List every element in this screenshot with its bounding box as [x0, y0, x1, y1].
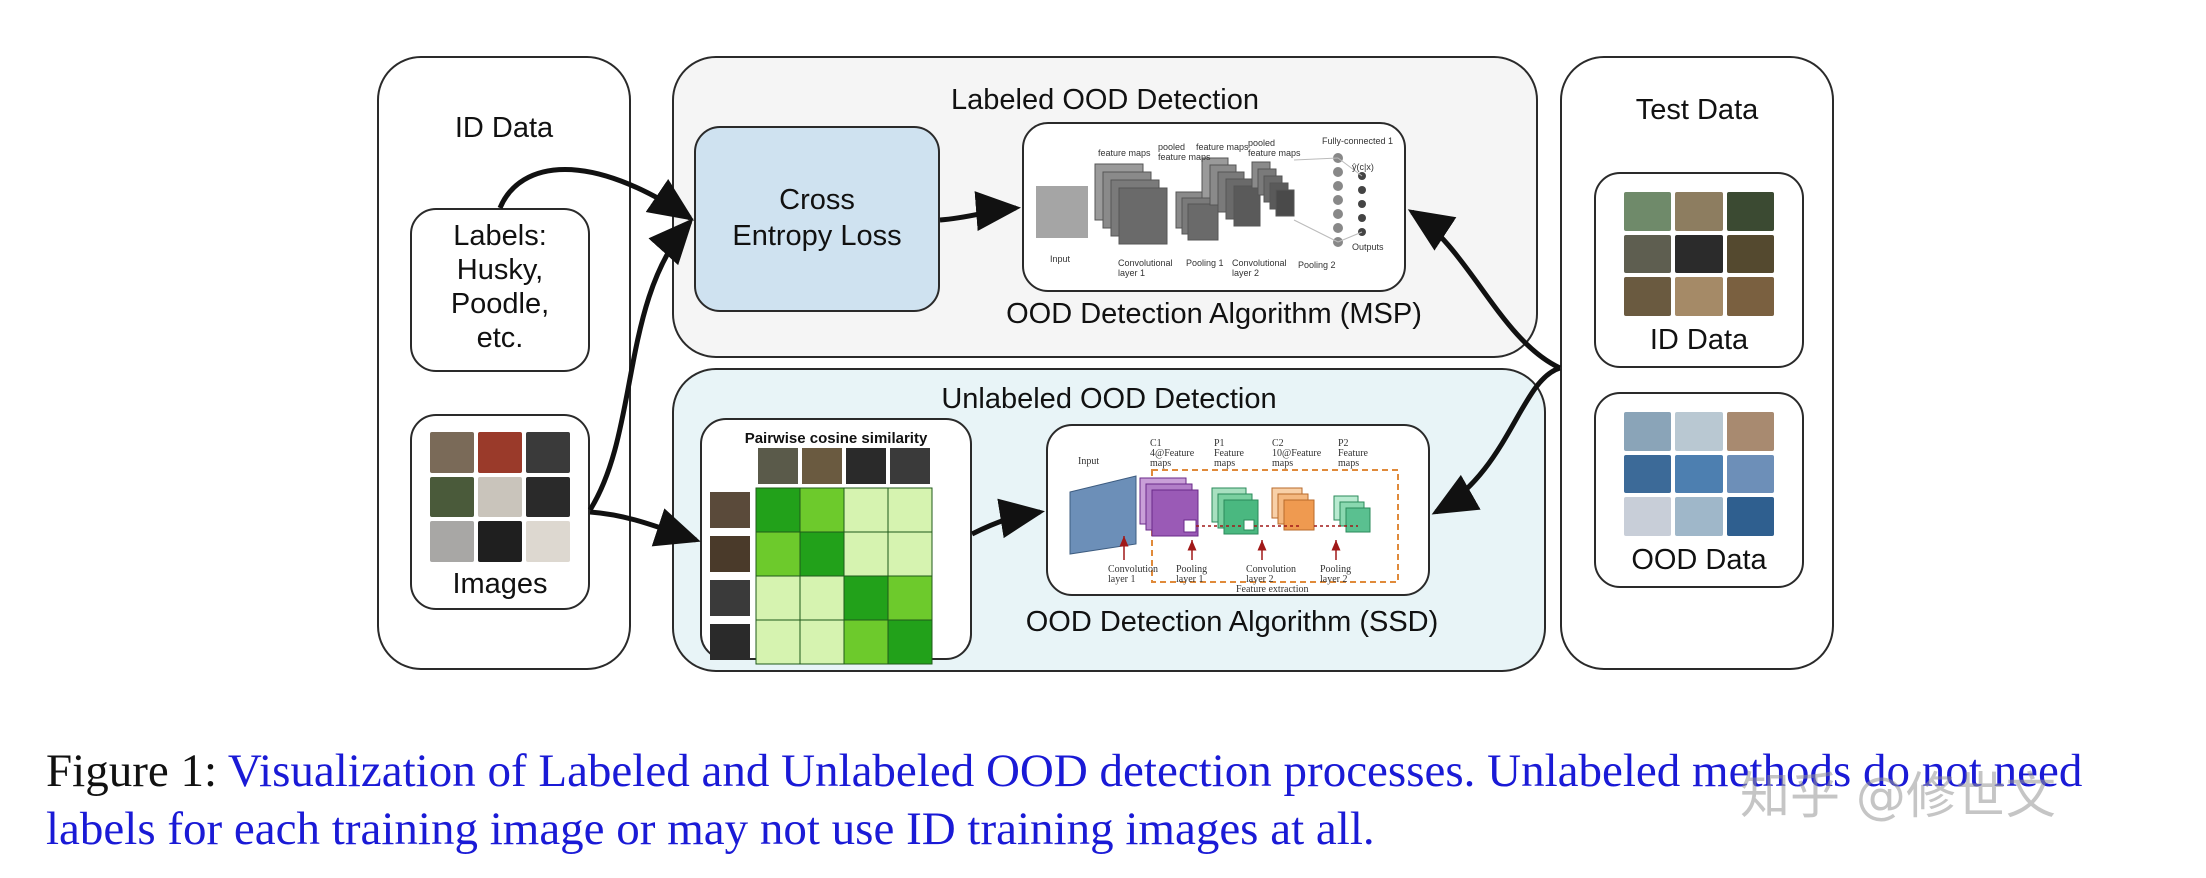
similarity-cell [799, 531, 845, 577]
id-data-panel [377, 56, 631, 670]
test-id-images [1624, 192, 1774, 316]
similarity-row-image [710, 492, 750, 528]
id-data-title: ID Data [454, 112, 554, 144]
arrow-labels-to-loss [497, 167, 695, 221]
labels-text: Labels: Husky, Poodle, etc. [450, 220, 550, 354]
cosine-similarity-title: Pairwise cosine similarity [744, 430, 928, 447]
similarity-col-image [846, 448, 886, 484]
similarity-cell [843, 487, 889, 533]
similarity-row-image [710, 536, 750, 572]
ssd-c1-maps [1139, 477, 1199, 537]
ssd-p1-maps [1211, 487, 1259, 535]
ssd-algorithm-label: OOD Detection Algorithm (SSD) [1025, 606, 1439, 638]
similarity-cell [799, 487, 845, 533]
flow-arrows [497, 167, 1562, 547]
similarity-cell [843, 531, 889, 577]
conv-layer-2-maps [1201, 157, 1261, 227]
test-data-panel [1560, 56, 1834, 670]
similarity-cell [799, 619, 845, 665]
test-ood-images [1624, 412, 1774, 536]
similarity-matrix [710, 448, 933, 665]
figure-caption: Figure 1: Visualization of Labeled and U… [46, 742, 2166, 858]
msp-algorithm-label: OOD Detection Algorithm (MSP) [1006, 298, 1422, 330]
pool-layer-2-maps [1251, 161, 1295, 217]
pool-layer-1-maps [1175, 191, 1219, 241]
arrow-test-to-ssd [1431, 365, 1561, 515]
cnn-yhat-label: ŷ(c|x) [1352, 162, 1374, 172]
labels-box: Labels: Husky, Poodle, etc. [410, 208, 590, 372]
unlabeled-ood-title: Unlabeled OOD Detection [941, 383, 1277, 415]
similarity-cell [755, 575, 801, 621]
similarity-row-image [710, 624, 750, 660]
arrow-loss-to-msp [939, 191, 1021, 232]
similarity-cell [755, 487, 801, 533]
ssd-p2-maps [1333, 495, 1371, 533]
arrow-test-to-msp [1407, 209, 1562, 371]
ssd-extraction-label: Feature extraction [1236, 584, 1308, 595]
similarity-cell [887, 531, 933, 577]
similarity-row-image [710, 580, 750, 616]
similarity-cell [887, 487, 933, 533]
watermark: 知乎 @修世文 [1740, 767, 2056, 825]
similarity-cell [755, 619, 801, 665]
ssd-input-label: Input [1078, 456, 1099, 467]
cnn-pool2-label: Pooling 2 [1298, 260, 1336, 270]
images-box: Images [410, 414, 590, 610]
similarity-cell [799, 575, 845, 621]
cnn-pool1-label: Pooling 1 [1186, 258, 1224, 268]
similarity-col-image [802, 448, 842, 484]
cross-entropy-loss-box: Cross Entropy Loss [694, 126, 940, 312]
conv-layer-1-maps [1094, 163, 1168, 245]
caption-text: Visualization of Labeled and Unlabeled O… [46, 745, 2083, 855]
cnn-fc-label: Fully-connected 1 [1322, 136, 1393, 146]
cnn-input-label: Input [1050, 254, 1071, 264]
test-data-title: Test Data [1635, 94, 1759, 126]
similarity-cell [887, 619, 933, 665]
arrow-similarity-to-ssd [970, 498, 1045, 539]
cnn-outputs-label: Outputs [1352, 242, 1384, 252]
ssd-c2-maps [1271, 487, 1315, 531]
id-training-images [430, 432, 570, 562]
similarity-cell [755, 531, 801, 577]
test-ood-label: OOD Data [1631, 544, 1767, 576]
labeled-ood-title: Labeled OOD Detection [951, 84, 1259, 116]
arrow-images-to-loss [587, 218, 694, 512]
similarity-col-image [758, 448, 798, 484]
similarity-col-image [890, 448, 930, 484]
test-ood-data-box: OOD Data [1594, 392, 1804, 588]
caption-prefix: Figure 1: [46, 745, 228, 797]
cross-entropy-loss-text: Cross Entropy Loss [732, 184, 902, 252]
arrow-images-to-similarity [589, 508, 701, 547]
images-label: Images [452, 568, 548, 600]
similarity-cell [843, 619, 889, 665]
cnn-feature-maps-1-label: feature maps [1098, 148, 1151, 158]
test-id-data-box: ID Data [1594, 172, 1804, 368]
test-id-label: ID Data [1649, 324, 1749, 356]
cnn-feature-maps-2-label: feature maps [1196, 142, 1249, 152]
similarity-cell [843, 575, 889, 621]
similarity-cell [887, 575, 933, 621]
